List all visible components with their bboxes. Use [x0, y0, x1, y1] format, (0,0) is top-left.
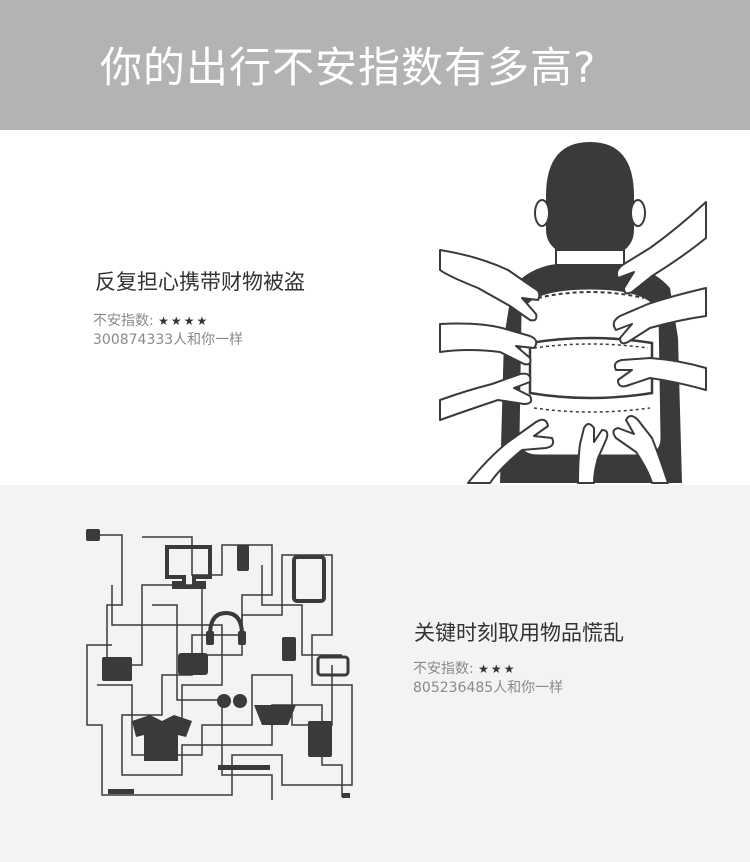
backpack-hands-illustration — [438, 138, 708, 485]
people-count: 805236485人和你一样 — [413, 680, 564, 696]
anxiety-index: 不安指数: ★★★ 805236485人和你一样 — [413, 660, 563, 698]
rating-stars: ★★★★ — [158, 314, 210, 328]
page-title: 你的出行不安指数有多高? — [100, 43, 597, 92]
section-headline: 反复担心携带财物被盗 — [95, 270, 305, 294]
section-headline: 关键时刻取用物品慌乱 — [414, 621, 624, 645]
header-banner: 你的出行不安指数有多高? — [0, 0, 750, 130]
rating-stars: ★★★ — [478, 662, 517, 676]
people-count: 300874333人和你一样 — [93, 332, 244, 348]
section-item-chaos: 关键时刻取用物品慌乱 不安指数: ★★★ 805236485人和你一样 — [0, 485, 750, 862]
anxiety-index: 不安指数: ★★★★ 300874333人和你一样 — [93, 312, 243, 350]
tangled-items-illustration — [86, 529, 353, 800]
section-theft-worry: 反复担心携带财物被盗 不安指数: ★★★★ 300874333人和你一样 — [0, 130, 750, 485]
anxiety-index-label: 不安指数: — [93, 313, 154, 329]
anxiety-index-label: 不安指数: — [413, 661, 474, 677]
